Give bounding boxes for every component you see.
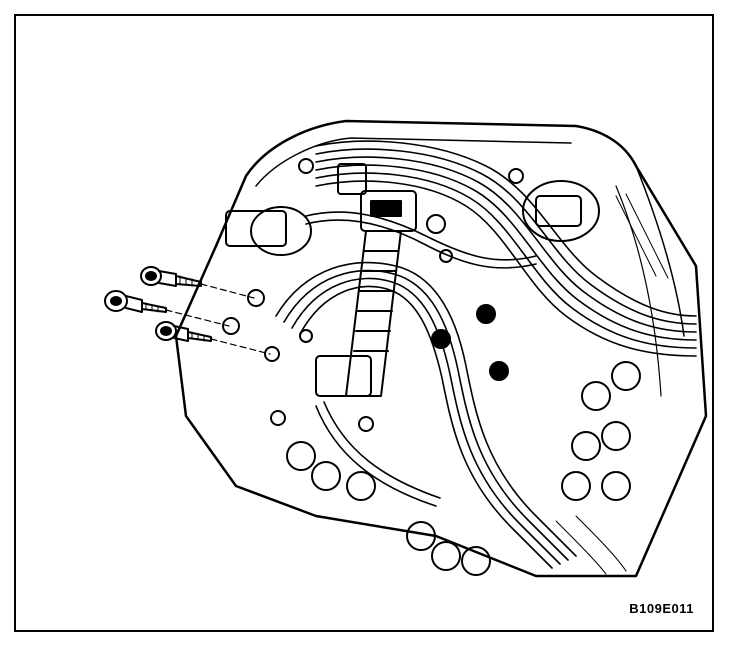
valve-cover-bosses: [286, 361, 641, 576]
harness-bracket: [345, 230, 402, 397]
mounting-studs: [222, 158, 524, 432]
engine-wiring-illustration: [104, 119, 708, 578]
ignition-coils: [225, 163, 600, 397]
figure-code-label: B109E011: [629, 601, 694, 616]
shading-hatch: [555, 193, 669, 575]
wire-harness: [275, 140, 697, 569]
figure-frame: B109E011: [14, 14, 714, 632]
exploded-bolts: [104, 266, 271, 355]
